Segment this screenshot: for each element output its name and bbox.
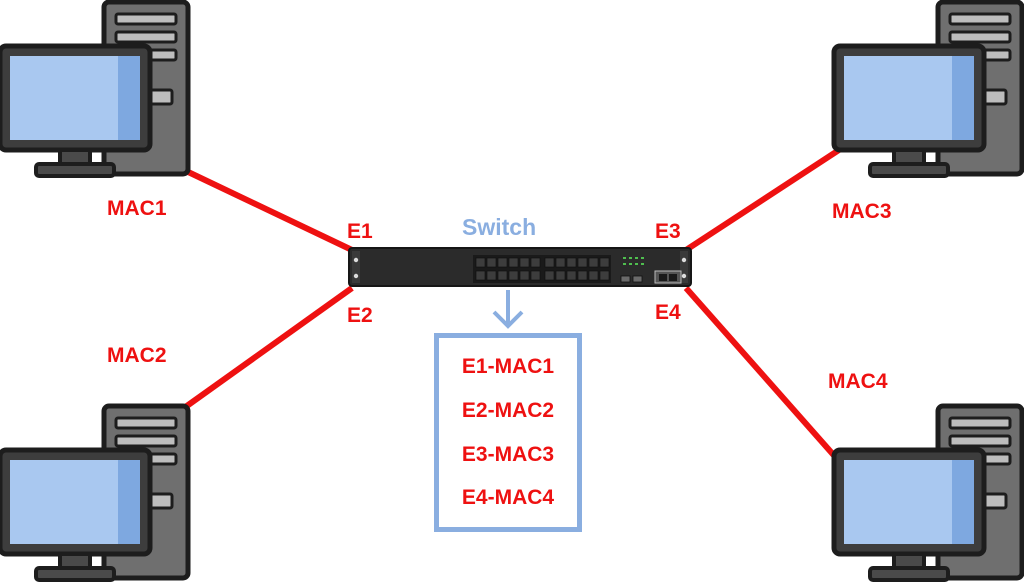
port-label-e4: E4	[655, 301, 681, 324]
link-e3-mac3	[684, 145, 844, 253]
computer-mac1	[0, 2, 188, 176]
port-label-e2: E2	[347, 304, 373, 327]
host-label-mac1: MAC1	[107, 197, 167, 220]
switch-port-block	[473, 255, 611, 283]
mac-table-row: E1-MAC1	[461, 355, 555, 378]
host-label-mac3: MAC3	[832, 200, 892, 223]
switch-title: Switch	[462, 214, 537, 240]
computer-mac2	[0, 406, 188, 580]
port-label-e3: E3	[655, 220, 681, 243]
mac-address-table: E1-MAC1 E2-MAC2 E3-MAC3 E4-MAC4	[434, 333, 582, 532]
host-label-mac4: MAC4	[828, 370, 888, 393]
computer-mac3	[834, 2, 1022, 176]
mac-table-row: E4-MAC4	[461, 486, 555, 509]
host-label-mac2: MAC2	[107, 344, 167, 367]
mac-table-row: E3-MAC3	[461, 443, 555, 466]
switch-status-leds	[623, 257, 644, 265]
port-label-e1: E1	[347, 220, 373, 243]
switch-device	[348, 247, 692, 287]
switch-uplink-ports	[620, 270, 682, 284]
computer-mac4	[834, 406, 1022, 580]
link-e2-mac2	[182, 285, 354, 411]
link-e1-mac1	[182, 167, 354, 253]
arrow-down-icon	[492, 290, 524, 329]
mac-table-row: E2-MAC2	[461, 399, 555, 422]
link-e4-mac4	[683, 286, 841, 462]
